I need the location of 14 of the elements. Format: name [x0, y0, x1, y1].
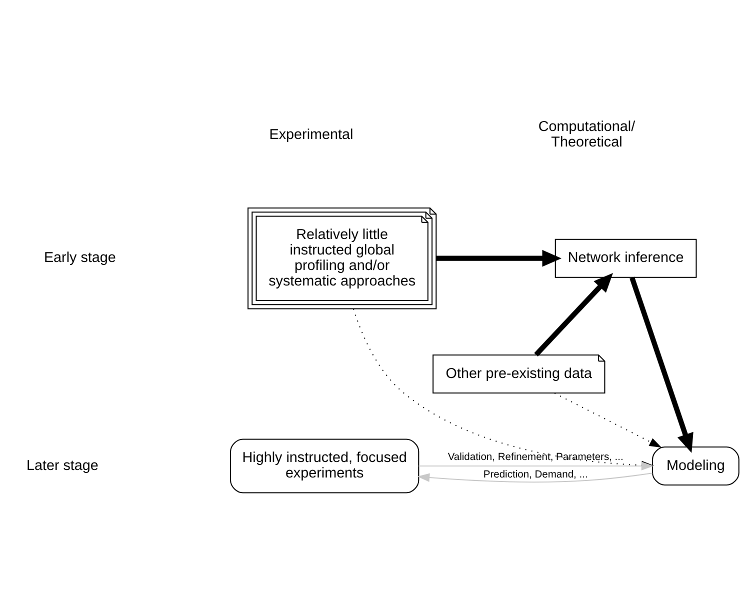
- node-box: Network inference: [554, 238, 696, 278]
- edge-label: Validation, Refinement, Parameters, ...: [447, 452, 623, 463]
- label: Early stage: [43, 250, 116, 266]
- label: Experimental: [268, 126, 353, 143]
- node-box: Highly instructed, focused experiments: [230, 438, 419, 494]
- arrow: [629, 276, 693, 453]
- arrow: [554, 392, 662, 448]
- node-box: Modeling: [652, 446, 739, 486]
- arrow: [534, 272, 613, 357]
- edge-label: Prediction, Demand, ...: [482, 469, 588, 480]
- label: Later stage: [26, 458, 98, 474]
- arrow: [416, 472, 652, 483]
- label: Computational/ Theoretical: [538, 119, 635, 151]
- arrow: [436, 250, 562, 267]
